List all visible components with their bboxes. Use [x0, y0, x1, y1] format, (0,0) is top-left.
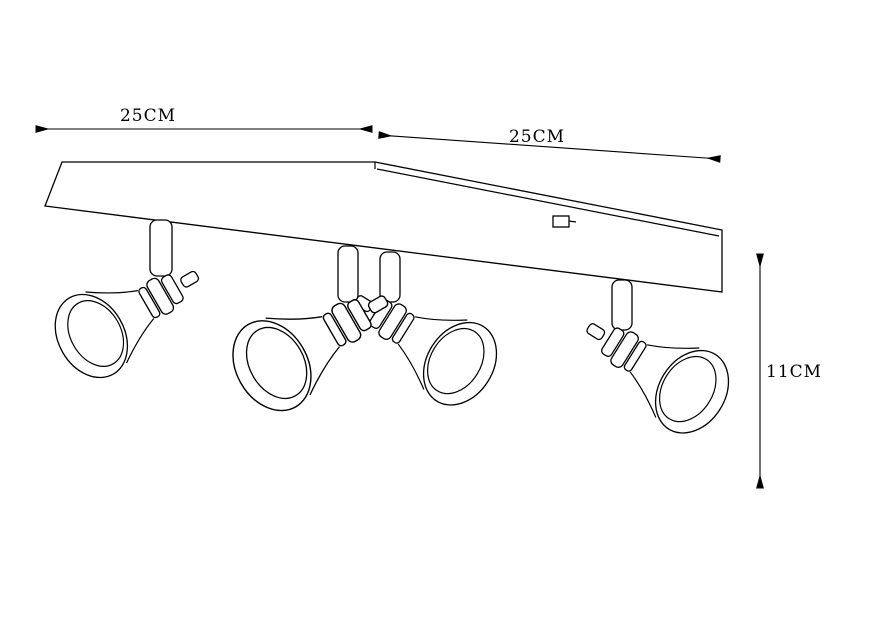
dimension-height: 11CM — [756, 253, 822, 489]
plate-cable-box-tab — [568, 220, 577, 223]
plate-cable-box — [552, 215, 570, 228]
spotlight-1 — [40, 219, 220, 392]
dimension-left-width: 25CM — [35, 106, 373, 133]
mounting-plate — [44, 161, 723, 293]
spotlight-stem — [149, 219, 173, 277]
dimension-right-width: 25CM — [378, 127, 721, 163]
dimension-label-left-width: 25CM — [120, 106, 176, 126]
spotlight-head — [40, 236, 220, 392]
spotlight-4 — [564, 279, 744, 448]
spotlight-head — [564, 289, 744, 448]
dimension-label-right-width: 25CM — [509, 127, 565, 147]
dimension-label-height: 11CM — [766, 362, 822, 382]
spotlight-stem — [337, 245, 359, 303]
plate-thickness-edge — [376, 168, 720, 237]
spotlight-stem — [379, 251, 401, 303]
dimension-arrow-right — [378, 131, 721, 163]
spotlight-2 — [216, 245, 411, 426]
spotlight-3 — [332, 251, 512, 420]
spotlight-head — [332, 261, 512, 420]
plate-outline — [44, 161, 723, 293]
spotlight-stem — [611, 279, 633, 331]
